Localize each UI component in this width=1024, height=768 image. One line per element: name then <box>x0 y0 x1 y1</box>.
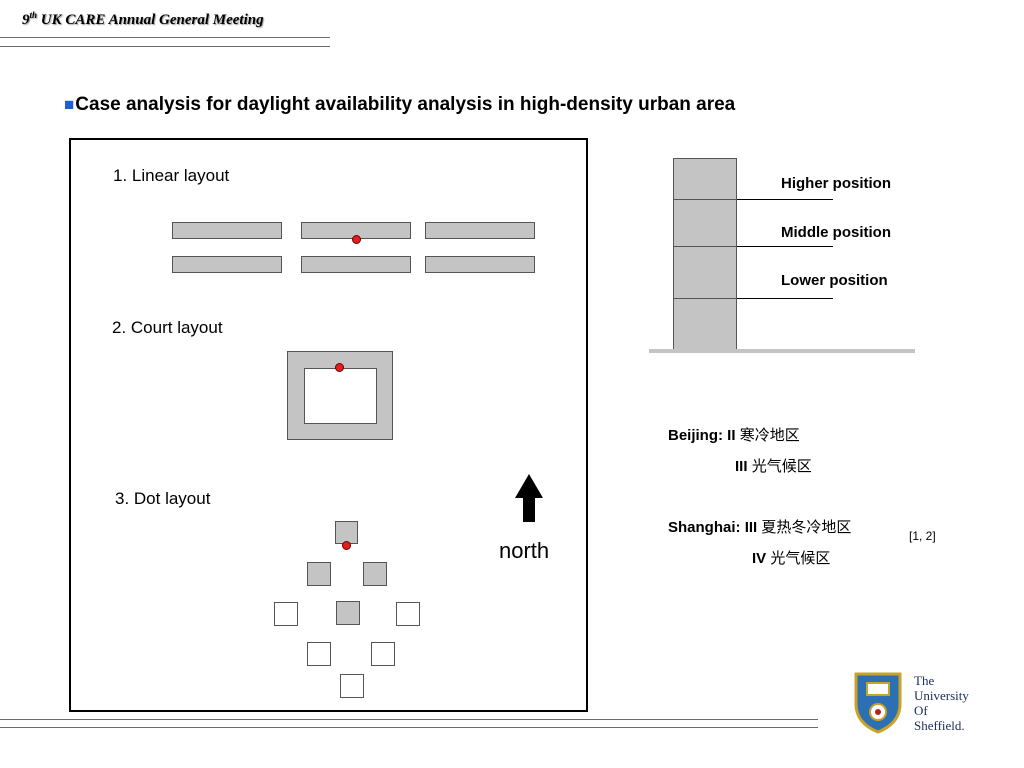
lower-position-line <box>737 298 833 299</box>
beijing-zone2-name: 光气候区 <box>751 457 812 475</box>
header-title-text: UK CARE Annual General Meeting <box>37 12 264 28</box>
shanghai-zone2-number: IV <box>752 550 767 567</box>
beijing-climate-line2: III 光气候区 <box>735 455 812 476</box>
linear-building <box>425 256 535 273</box>
dot-building-outline <box>371 642 395 666</box>
lower-position-label: Lower position <box>781 272 888 289</box>
logo-line: Of <box>914 703 928 718</box>
logo-line: The <box>914 673 935 688</box>
layout-diagram-frame <box>69 138 588 712</box>
shanghai-zone1-name: 夏热冬冷地区 <box>761 518 852 536</box>
dot-layout-label: 3. Dot layout <box>115 489 211 508</box>
logo-line: Sheffield. <box>914 718 965 733</box>
dot-measure-point <box>342 541 351 550</box>
header-divider-bottom <box>0 46 330 47</box>
higher-position-line <box>737 199 833 200</box>
dot-building-outline <box>396 602 420 626</box>
linear-layout-label: 1. Linear layout <box>113 166 230 185</box>
dot-building-outline <box>274 602 298 626</box>
court-layout-label: 2. Court layout <box>112 318 223 337</box>
higher-position-label: Higher position <box>781 175 891 192</box>
shanghai-zone2-name: 光气候区 <box>770 549 831 567</box>
middle-position-line <box>737 246 833 247</box>
shanghai-climate-line2: IV 光气候区 <box>752 547 830 568</box>
court-courtyard <box>304 368 377 424</box>
beijing-zone1-name: 寒冷地区 <box>739 426 800 444</box>
linear-building <box>172 256 282 273</box>
linear-building <box>172 222 282 239</box>
beijing-zone1-number: II <box>727 427 736 444</box>
heading-bullet: ■ <box>64 95 75 114</box>
header-title: 9th UK CARE Annual General Meeting <box>22 10 264 29</box>
header-divider-top <box>0 37 330 38</box>
footer-divider-bottom <box>0 727 818 728</box>
floor-divider <box>673 298 737 299</box>
ground-line <box>649 349 915 353</box>
beijing-zone2-number: III <box>735 458 748 475</box>
north-label: north <box>499 538 550 563</box>
header-ordinal: 9 <box>22 12 30 28</box>
court-measure-point <box>335 363 344 372</box>
north-arrow-icon <box>515 474 543 522</box>
header-ordinal-suffix: th <box>29 10 38 20</box>
shanghai-city: Shanghai: <box>668 519 741 536</box>
logo-line: University <box>914 688 969 703</box>
dot-building <box>363 562 387 586</box>
linear-measure-point <box>352 235 361 244</box>
dot-building-outline <box>340 674 364 698</box>
beijing-climate-line1: Beijing: II 寒冷地区 <box>668 424 800 445</box>
dot-building <box>307 562 331 586</box>
university-logo-text: The University Of Sheffield. <box>914 673 969 733</box>
floor-divider <box>673 199 737 200</box>
tall-building <box>673 158 737 350</box>
shanghai-climate-line1: Shanghai: III 夏热冬冷地区 <box>668 516 851 537</box>
shanghai-zone1-number: III <box>744 519 758 536</box>
linear-building <box>425 222 535 239</box>
dot-building <box>336 601 360 625</box>
slide-heading: ■Case analysis for daylight availability… <box>64 94 735 116</box>
dot-building-outline <box>307 642 331 666</box>
middle-position-label: Middle position <box>781 224 891 241</box>
university-crest-icon <box>854 672 902 734</box>
heading-text: Case analysis for daylight availability … <box>75 94 736 115</box>
linear-building <box>301 256 411 273</box>
beijing-city: Beijing: <box>668 427 723 444</box>
citation-reference: [1, 2] <box>909 529 936 543</box>
floor-divider <box>673 246 737 247</box>
footer-divider-top <box>0 719 818 720</box>
